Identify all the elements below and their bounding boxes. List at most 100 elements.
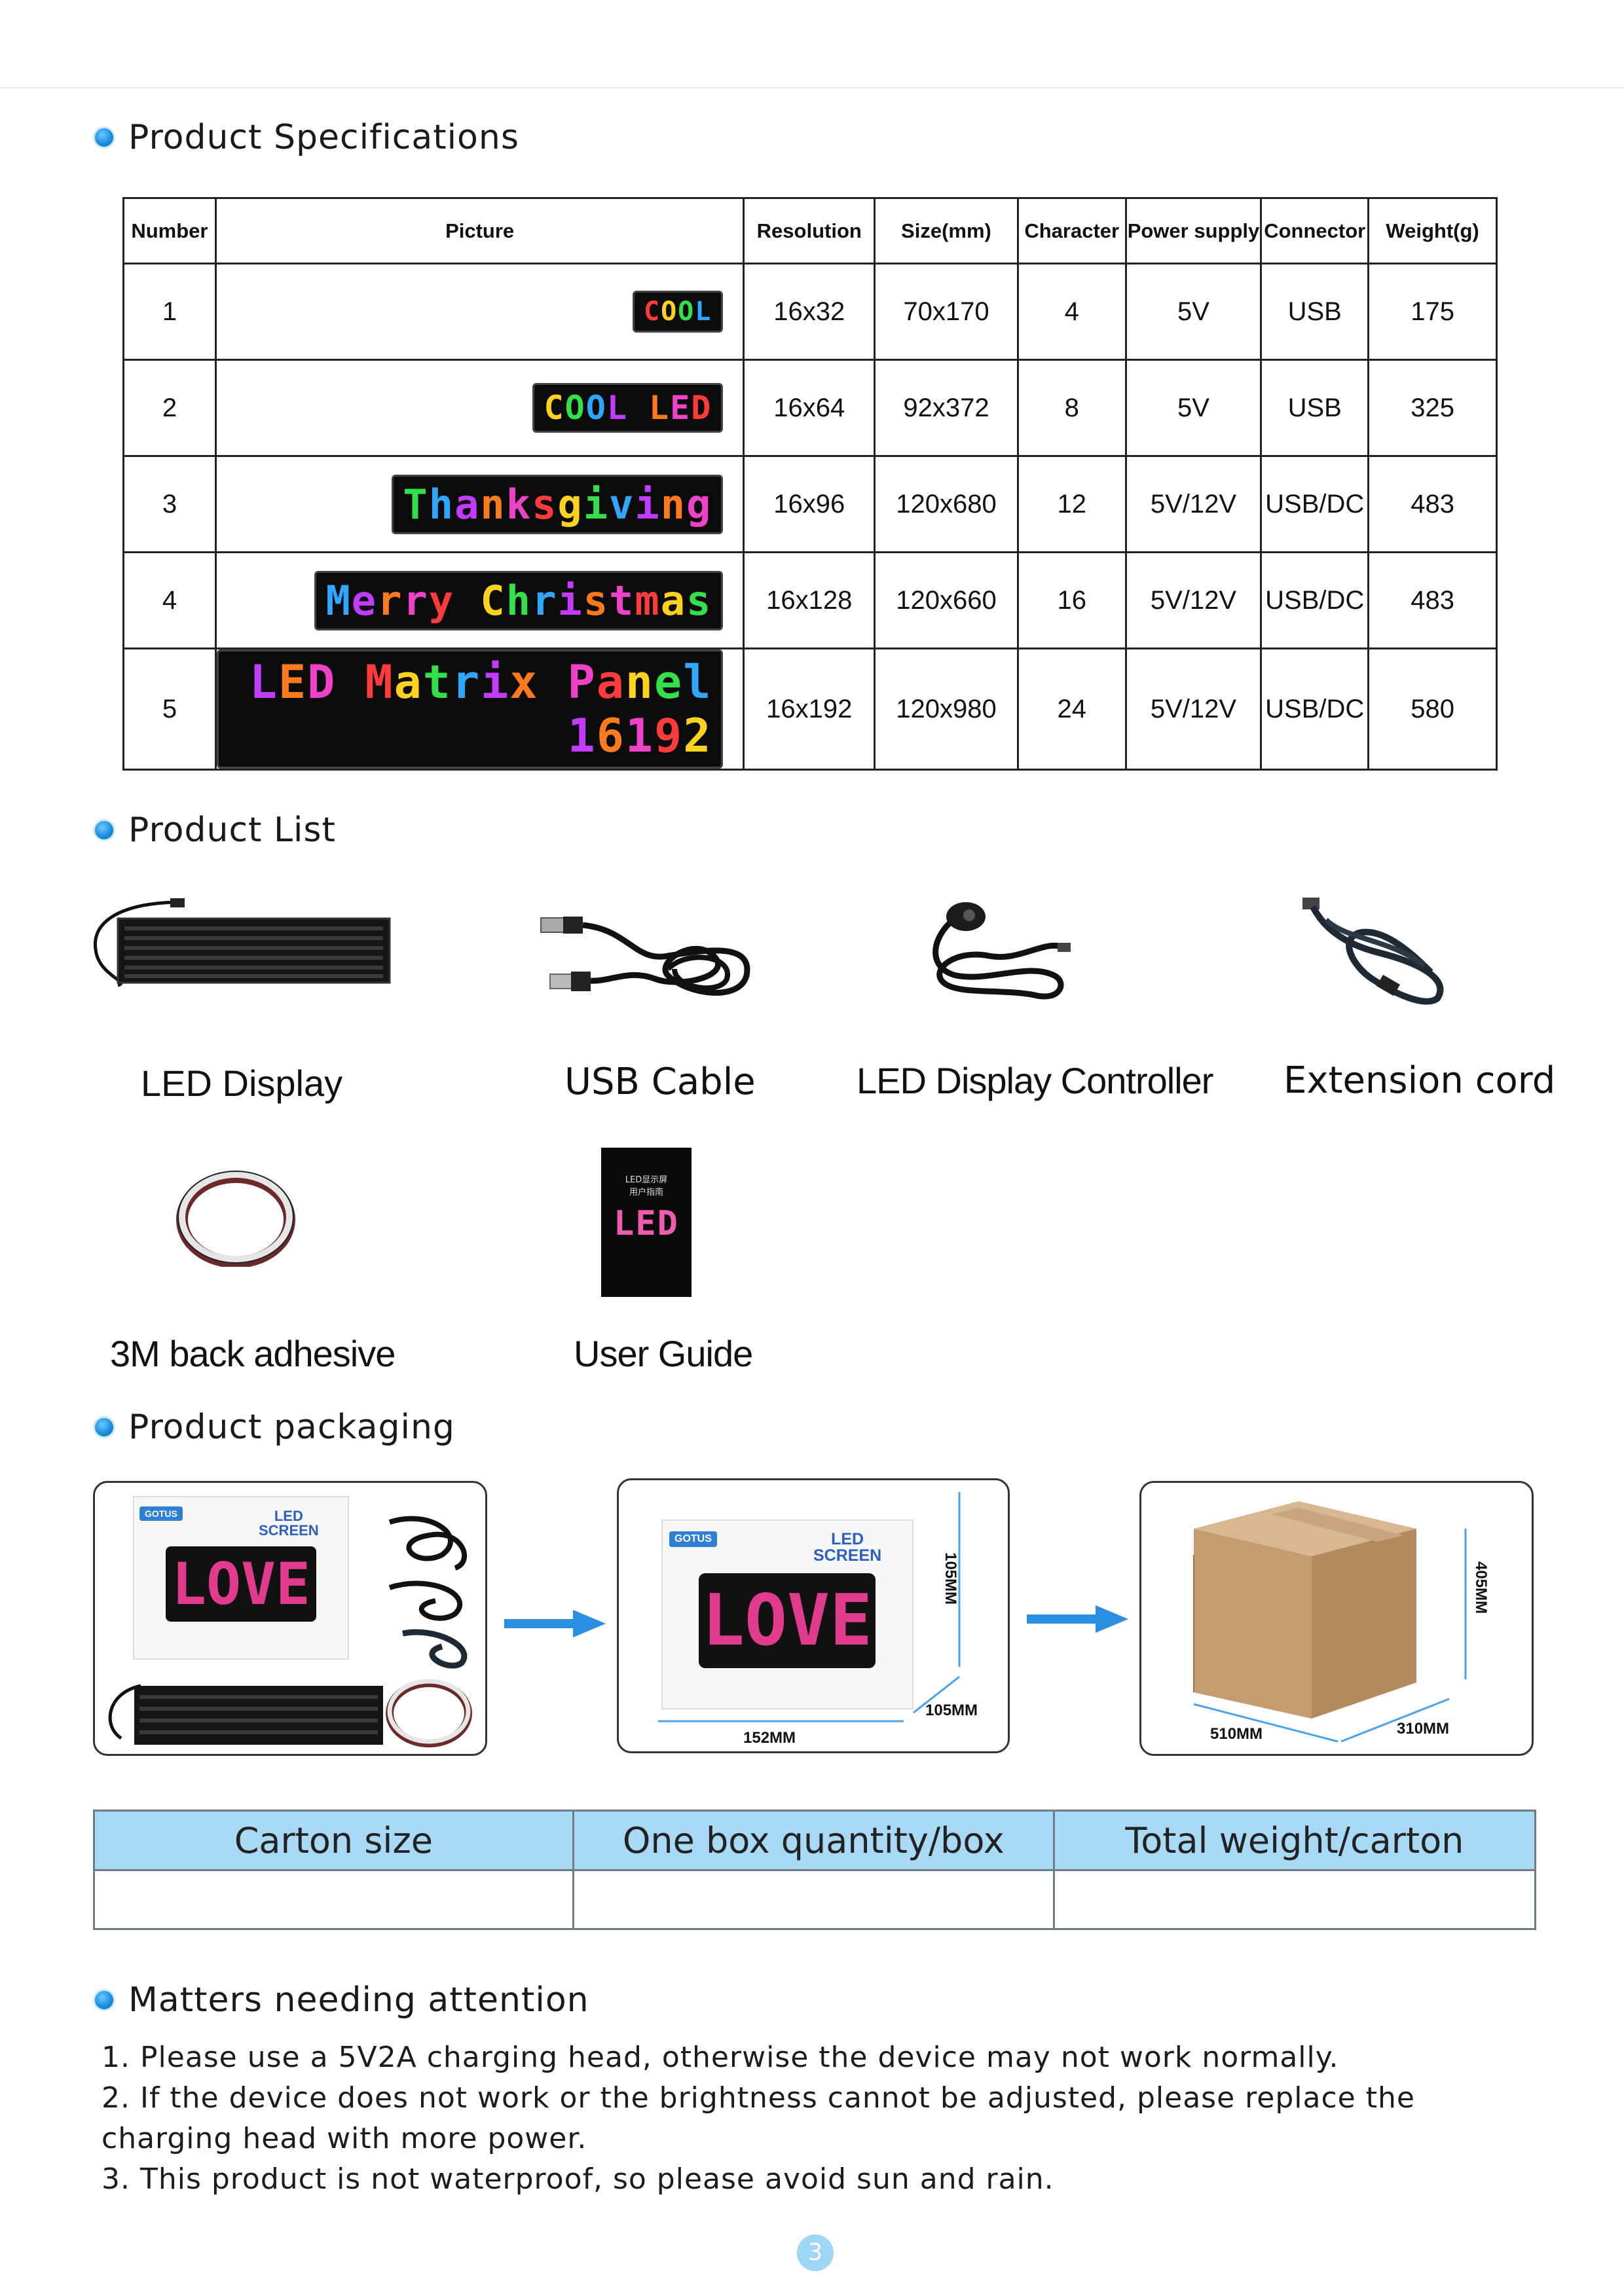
led-display-label: LED Display [141, 1063, 343, 1104]
number-cell: 5 [122, 647, 217, 771]
weight-cell: 483 [1367, 455, 1498, 553]
spec-header-row: Number Picture Resolution Size(mm) Chara… [122, 197, 1498, 264]
size-cell: 120x680 [874, 455, 1019, 553]
col-header-resolution: Resolution [743, 197, 876, 264]
section-title: Product Specifications [128, 118, 519, 157]
guide-cover-led: LED [614, 1204, 679, 1243]
dim-carton-width-label: 510MM [1210, 1725, 1263, 1743]
accessory-panel-image [108, 1679, 472, 1747]
carton-image [1193, 1501, 1467, 1743]
attention-notes: 1. Please use a 5V2A charging head, othe… [101, 2037, 1542, 2200]
bullet-icon [93, 126, 115, 149]
bullet-icon [93, 1989, 115, 2011]
size-cell: 70x170 [874, 263, 1019, 361]
number-cell: 2 [122, 359, 217, 457]
picture-cell: COOL LED [214, 359, 745, 457]
led-sample: Thanksgiving [392, 474, 724, 534]
weight-cell: 325 [1367, 359, 1498, 457]
picture-cell: COOL [214, 263, 745, 361]
box-led-graphic: LOVE [166, 1546, 316, 1622]
weight-cell: 483 [1367, 551, 1498, 649]
box-quantity-cell [572, 1869, 1055, 1930]
page-top-band [0, 0, 1624, 88]
arrow-right-icon [1027, 1605, 1128, 1633]
arrow-right-icon [504, 1610, 606, 1637]
col-header-weight: Weight(g) [1367, 197, 1498, 264]
usb-cable-image [540, 917, 750, 996]
resolution-cell: 16x128 [743, 551, 876, 649]
number-cell: 1 [122, 263, 217, 361]
col-header-character: Character [1016, 197, 1127, 264]
note-item: 2. If the device does not work or the br… [101, 2081, 1415, 2155]
picture-cell: Merry Christmas [214, 551, 745, 649]
picture-cell: Thanksgiving [214, 455, 745, 553]
connector-cell: USB [1260, 263, 1370, 361]
power-cell: 5V [1124, 263, 1263, 361]
power-cell: 5V/12V [1124, 455, 1263, 553]
total-weight-cell [1052, 1869, 1537, 1930]
col-header-number: Number [122, 197, 217, 264]
character-cell: 8 [1016, 359, 1127, 457]
connector-cell: USB/DC [1260, 551, 1370, 649]
resolution-cell: 16x96 [743, 455, 876, 553]
col-header-connector: Connector [1260, 197, 1370, 264]
carton-size-header: Carton size [93, 1810, 574, 1871]
resolution-cell: 16x64 [743, 359, 876, 457]
total-weight-header: Total weight/carton [1052, 1810, 1537, 1871]
led-sample: LED Matrix Panel 16192 [216, 649, 724, 769]
user-guide-image: LED显示屏 用户指南 LED [601, 1148, 692, 1297]
adhesive-label: 3M back adhesive [110, 1333, 396, 1374]
guide-cover-title: LED显示屏 [625, 1175, 668, 1185]
brand-logo: GOTUS [669, 1531, 717, 1547]
section-list-heading: Product List [93, 811, 336, 850]
col-header-size: Size(mm) [874, 197, 1019, 264]
size-cell: 92x372 [874, 359, 1019, 457]
carton-size-cell [93, 1869, 574, 1930]
character-cell: 4 [1016, 263, 1127, 361]
col-header-power: Power supply [1124, 197, 1263, 264]
power-cell: 5V [1124, 359, 1263, 457]
carton-table: Carton size One box quantity/box Total w… [93, 1810, 1537, 1930]
connector-cell: USB/DC [1260, 455, 1370, 553]
controller-image [932, 902, 1071, 1000]
note-item: 1. Please use a 5V2A charging head, othe… [101, 2041, 1339, 2074]
adhesive-image [176, 1171, 295, 1267]
section-packaging-heading: Product packaging [93, 1408, 455, 1447]
spec-table: Number Picture Resolution Size(mm) Chara… [122, 197, 1498, 771]
controller-label: LED Display Controller [857, 1060, 1213, 1101]
page-number: 3 [797, 2234, 834, 2271]
character-cell: 16 [1016, 551, 1127, 649]
picture-cell: LED Matrix Panel 16192 [214, 647, 745, 771]
accessory-cables-image [388, 1516, 468, 1669]
led-sample: COOL [632, 291, 724, 333]
bullet-icon [93, 1416, 115, 1438]
dim-carton-depth-label: 310MM [1397, 1720, 1450, 1738]
connector-cell: USB [1260, 359, 1370, 457]
carton-value-row [93, 1869, 1537, 1930]
number-cell: 3 [122, 455, 217, 553]
carton-header-row: Carton size One box quantity/box Total w… [93, 1810, 1537, 1871]
dimension-lines [658, 1492, 961, 1722]
number-cell: 4 [122, 551, 217, 649]
section-attention-heading: Matters needing attention [93, 1980, 589, 2020]
extension-cord-image [1302, 898, 1444, 1005]
dim-carton-height-label: 405MM [1472, 1561, 1490, 1614]
box-led-graphic: LOVE [699, 1573, 876, 1668]
col-header-picture: Picture [214, 197, 745, 264]
weight-cell: 580 [1367, 647, 1498, 771]
resolution-cell: 16x192 [743, 647, 876, 771]
led-sample: COOL LED [532, 383, 724, 433]
section-specs-heading: Product Specifications [93, 118, 519, 157]
usb-cable-label: USB Cable [564, 1061, 756, 1103]
guide-cover-subtitle: 用户指南 [629, 1188, 663, 1197]
brand-logo: GOTUS [139, 1506, 183, 1521]
